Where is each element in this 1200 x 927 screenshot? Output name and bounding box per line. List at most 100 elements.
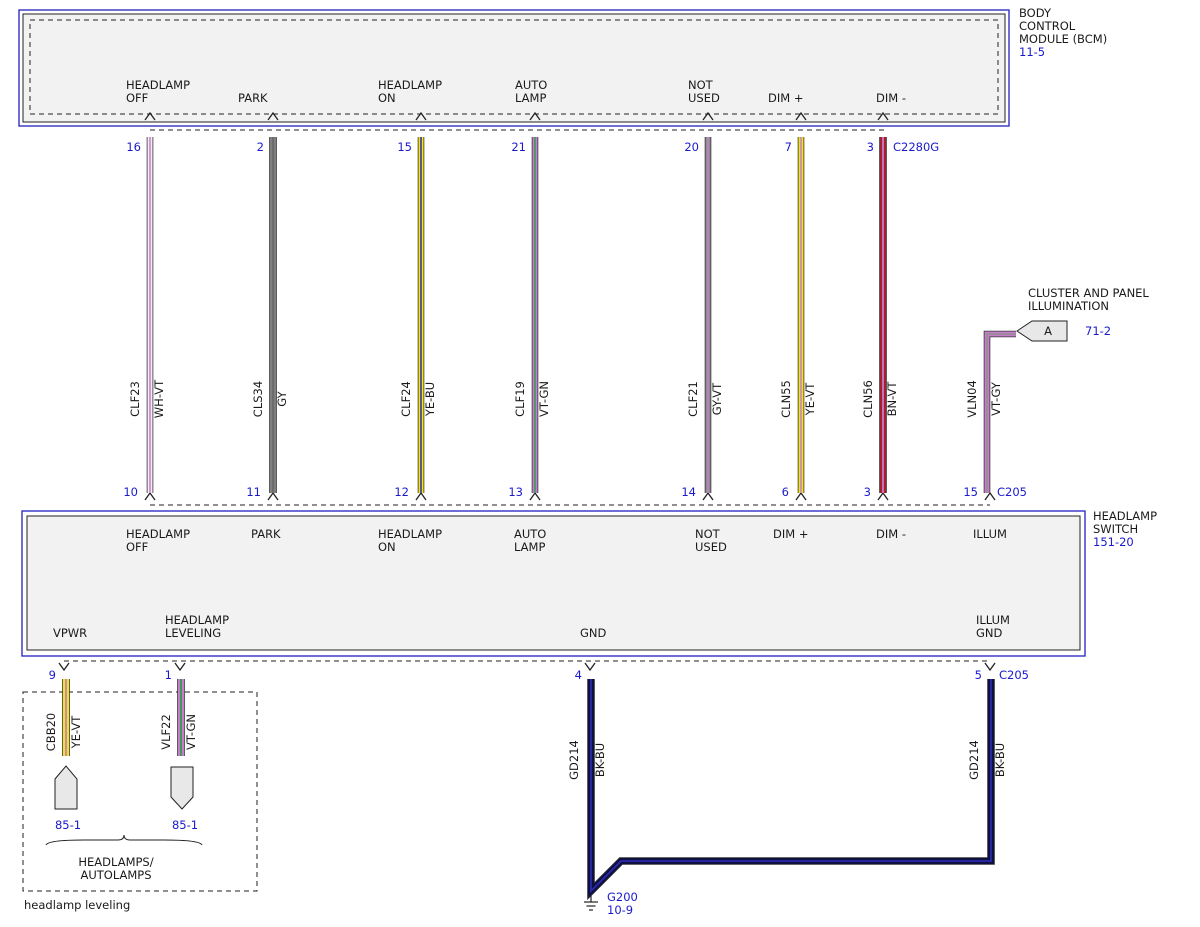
bcm-pin-number-1: 16 — [126, 140, 141, 154]
switch-bottom-pin-label-4-line-2: GND — [976, 626, 1003, 640]
bcm-pin-3-terminal — [877, 111, 889, 121]
headlamp-connector-2 — [170, 766, 194, 810]
bcm-pin-label-6-line-2: DIM + — [768, 91, 803, 105]
switch-top-pin-number-6: 6 — [782, 485, 789, 499]
ground-ref: 10-9 — [607, 903, 633, 917]
bcm-pin-label-3-line-2: ON — [378, 91, 396, 105]
switch-top-pin-label-8-line-1: ILLUM — [973, 527, 1007, 541]
switch-top-pin-number-1: 10 — [123, 485, 138, 499]
switch-pin-5-bottom-terminal — [984, 662, 996, 672]
wire-color-CLS34: GY — [275, 390, 289, 406]
wire-circuit-CLF23: CLF23 — [128, 381, 142, 417]
switch-bottom-pin-label-1-line-1: VPWR — [53, 626, 87, 640]
bcm-pin-15-terminal — [415, 111, 427, 121]
wire-circuit-CLN56: CLN56 — [861, 380, 875, 418]
headlamps-label-line-2: AUTOLAMPS — [80, 868, 151, 882]
switch-top-pin-number-8: 15 — [963, 485, 978, 499]
bcm-pin-label-4-line-2: LAMP — [515, 91, 546, 105]
switch-pin-4-bottom-terminal — [584, 662, 596, 672]
bcm-pin-number-3: 15 — [397, 140, 412, 154]
switch-top-pin-label-5-line-1: NOT — [695, 527, 721, 541]
cluster-ref: 71-2 — [1085, 324, 1111, 338]
wire-circuit-CLF21: CLF21 — [686, 381, 700, 417]
headlamp-leveling-box — [22, 691, 258, 892]
bcm-pin-label-5-line-2: USED — [688, 91, 720, 105]
cluster-connector — [1016, 320, 1068, 342]
switch-top-pin-label-3-line-1: HEADLAMP — [378, 527, 442, 541]
bcm-pin-2-terminal — [267, 111, 279, 121]
switch-top-pin-label-3-line-2: ON — [378, 540, 396, 554]
bcm-module — [22, 13, 1006, 123]
switch-pin-1-bottom-terminal — [174, 662, 186, 672]
bcm-ref: 11-5 — [1019, 45, 1045, 59]
switch-pin-14-terminal — [702, 491, 714, 501]
cluster-label-line-1: CLUSTER AND PANEL — [1028, 286, 1149, 300]
wire-circuit-VLN04: VLN04 — [965, 380, 979, 418]
switch-top-pin-number-2: 11 — [246, 485, 261, 499]
bcm-pin-label-5-line-1: NOT — [688, 78, 714, 92]
switch-ref: 151-20 — [1093, 535, 1134, 549]
wire-color-VLN04: VT-GY — [989, 381, 1003, 416]
bcm-pin-7-terminal — [795, 111, 807, 121]
wire-color-CBB20: YE-VT — [69, 715, 83, 750]
switch-bottom-pin-label-2-line-1: HEADLAMP — [165, 613, 229, 627]
headlamp-ref-2: 85-1 — [172, 818, 198, 832]
headlamp-connector-1 — [54, 765, 78, 810]
switch-bottom-pin-number-1: 9 — [49, 668, 56, 682]
switch-top-pin-number-4: 13 — [508, 485, 523, 499]
wire-color-CLF19: VT-GN — [537, 381, 551, 417]
bcm-title-line-1: BODY — [1019, 6, 1052, 20]
switch-top-pin-label-5-line-2: USED — [695, 540, 727, 554]
wire-circuit-CLS34: CLS34 — [251, 381, 265, 417]
switch-pin-15-terminal — [984, 491, 996, 501]
bcm-pin-label-1-line-1: HEADLAMP — [126, 78, 190, 92]
bcm-pin-number-7: 3 — [867, 140, 874, 154]
bcm-pin-21-terminal — [529, 111, 541, 121]
bcm-title-line-3: MODULE (BCM) — [1019, 32, 1107, 46]
switch-pin-10-terminal — [144, 491, 156, 501]
bcm-module-border — [18, 9, 1010, 127]
ground-name: G200 — [607, 890, 638, 904]
switch-connector-top-id: C205 — [997, 485, 1027, 499]
bcm-pin-label-2-line-2: PARK — [238, 91, 268, 105]
switch-pin-13-terminal — [529, 491, 541, 501]
bcm-pin-20-terminal — [702, 111, 714, 121]
switch-bottom-pin-number-3: 4 — [575, 668, 582, 682]
switch-pin-6-terminal — [795, 491, 807, 501]
switch-top-pin-label-6-line-1: DIM + — [773, 527, 808, 541]
switch-top-pin-label-4-line-2: LAMP — [514, 540, 545, 554]
bcm-pin-label-3-line-1: HEADLAMP — [378, 78, 442, 92]
wire-color-CLF21: GY-VT — [710, 382, 724, 415]
switch-top-pin-label-1-line-1: HEADLAMP — [126, 527, 190, 541]
headlamps-brace — [45, 834, 203, 846]
wire-color-ground-2: BK-BU — [993, 743, 1007, 777]
module-boxes — [18, 9, 1086, 911]
switch-bottom-pin-label-3-line-1: GND — [580, 626, 607, 640]
bcm-pin-number-6: 7 — [785, 140, 792, 154]
wire-circuit-CBB20: CBB20 — [44, 713, 58, 751]
switch-bottom-pin-number-4: 5 — [975, 668, 982, 682]
wire-color-CLN56: BN-VT — [885, 381, 899, 417]
switch-top-pin-label-7-line-1: DIM - — [876, 527, 906, 541]
headlamp-leveling-label: headlamp leveling — [24, 898, 130, 912]
bcm-pin-number-5: 20 — [684, 140, 699, 154]
switch-top-pin-number-5: 14 — [681, 485, 696, 499]
switch-top-pin-label-4-line-1: AUTO — [514, 527, 546, 541]
wire-color-CLF24: YE-BU — [423, 382, 437, 417]
wire-circuit-ground-1: GD214 — [567, 740, 581, 780]
switch-title-line-2: SWITCH — [1093, 522, 1138, 536]
headlamp-ref-1: 85-1 — [55, 818, 81, 832]
switch-pin-11-terminal — [267, 491, 279, 501]
bcm-pin-label-7-line-2: DIM - — [876, 91, 906, 105]
ground-symbol — [584, 894, 598, 911]
wire-circuit-CLN55: CLN55 — [779, 380, 793, 418]
wire-circuit-CLF19: CLF19 — [513, 381, 527, 417]
bcm-pin-label-1-line-2: OFF — [126, 91, 148, 105]
switch-module — [26, 515, 1081, 651]
switch-bottom-pin-number-2: 1 — [165, 668, 172, 682]
wire-circuit-VLF22: VLF22 — [159, 714, 173, 750]
wires — [62, 137, 1016, 901]
bcm-pin-16-terminal — [144, 111, 156, 121]
bcm-connector-id: C2280G — [893, 140, 939, 154]
wire-VLN04 — [983, 330, 1016, 493]
